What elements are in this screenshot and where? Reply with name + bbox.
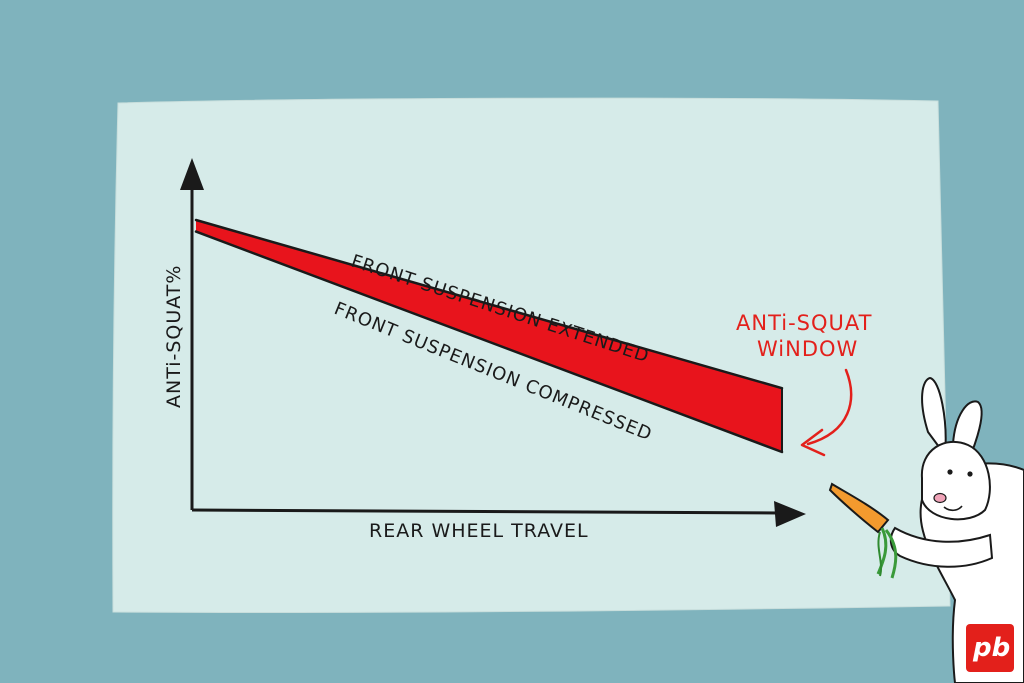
series-line-compressed — [194, 230, 784, 454]
series-line-extended — [194, 218, 784, 390]
anti-squat-window-area — [196, 220, 782, 452]
x-axis — [191, 508, 781, 515]
x-axis-arrow-icon — [774, 501, 806, 527]
annotation-line-2: WiNDOW — [757, 337, 858, 361]
annotation-arrow-icon — [806, 368, 853, 446]
annotation-arrowhead-icon — [800, 428, 826, 457]
annotation-line-1: ANTi-SQUAT — [736, 311, 872, 335]
carrot-icon — [828, 482, 898, 579]
pb-logo-text: pb — [972, 633, 1010, 663]
pb-logo: pb — [966, 624, 1014, 672]
y-axis-arrow-icon — [180, 158, 204, 190]
x-axis-label: REAR WHEEL TRAVEL — [369, 520, 589, 542]
y-axis-label: ANTi-SQUAT% — [163, 265, 185, 408]
rabbit-icon — [889, 376, 1024, 683]
